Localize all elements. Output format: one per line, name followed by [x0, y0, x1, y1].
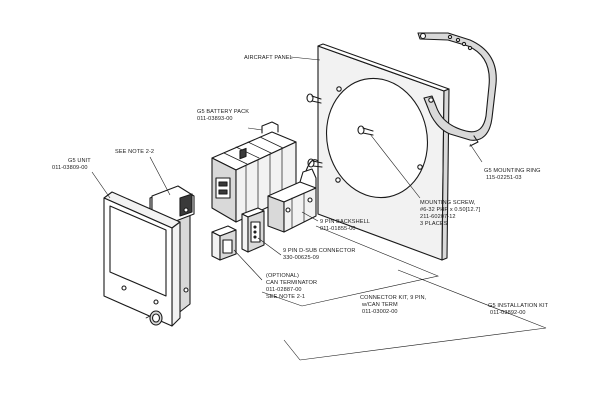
label-aircraft-panel: AIRCRAFT PANEL	[244, 55, 293, 61]
label-can-name: CAN TERMINATOR	[266, 280, 317, 286]
label-install-kit-name: G5 INSTALLATION KIT	[488, 303, 549, 309]
label-mounting-screw-name: MOUNTING SCREW,	[420, 200, 476, 206]
can-terminator	[211, 225, 237, 261]
mounting-ring	[417, 32, 497, 147]
label-kit-name-2: w/CAN TERM	[361, 302, 398, 308]
label-mounting-ring-pn: 115-02251-03	[486, 175, 522, 181]
mounting-screw-center	[357, 125, 374, 136]
label-mounting-screw-spec: #6-32 PHP x 0.50[12.7]	[420, 207, 481, 213]
label-battery-pack-pn: 011-03893-00	[197, 116, 233, 122]
label-see-note-21: SEE NOTE 2-1	[266, 294, 305, 300]
label-battery-pack-name: G5 BATTERY PACK	[197, 109, 249, 115]
g5-unit	[103, 185, 195, 327]
dsub-connector	[241, 207, 265, 253]
battery-pack	[211, 121, 297, 223]
aircraft-panel	[317, 43, 450, 261]
label-dsub-pn: 330-00625-09	[283, 255, 319, 261]
label-backshell-name: 9 PIN BACKSHELL	[320, 219, 370, 225]
label-see-note-22: SEE NOTE 2-2	[115, 149, 154, 155]
label-mounting-screw-qty: 3 PLACES	[420, 221, 448, 227]
installation-kit-bracket	[283, 269, 547, 361]
label-kit-name-1: CONNECTOR KIT, 9 PIN,	[360, 295, 427, 301]
backshell	[267, 159, 319, 233]
label-g5-unit-pn: 011-03809-00	[52, 165, 88, 171]
label-mounting-screw-pn: 211-60207-12	[420, 214, 456, 220]
label-dsub-name: 9 PIN D-SUB CONNECTOR	[283, 248, 356, 254]
label-backshell-pn: 011-01855-00	[320, 226, 356, 232]
label-can-optional: (OPTIONAL)	[266, 273, 299, 279]
label-can-pn: 011-02887-00	[266, 287, 302, 293]
label-kit-pn: 011-03002-00	[362, 309, 398, 315]
mounting-screws	[306, 93, 374, 168]
leader-lines	[91, 56, 483, 281]
label-mounting-ring-name: G5 MOUNTING RING	[484, 168, 541, 174]
connector-kit-bracket	[261, 225, 440, 307]
label-install-kit-pn: 011-03892-00	[490, 310, 526, 316]
callout-labels: AIRCRAFT PANEL G5 BATTERY PACK 011-03893…	[52, 55, 549, 316]
mounting-screw-upper	[306, 93, 322, 104]
label-g5-unit-name: G5 UNIT	[68, 158, 91, 164]
g5-knob	[145, 310, 163, 326]
